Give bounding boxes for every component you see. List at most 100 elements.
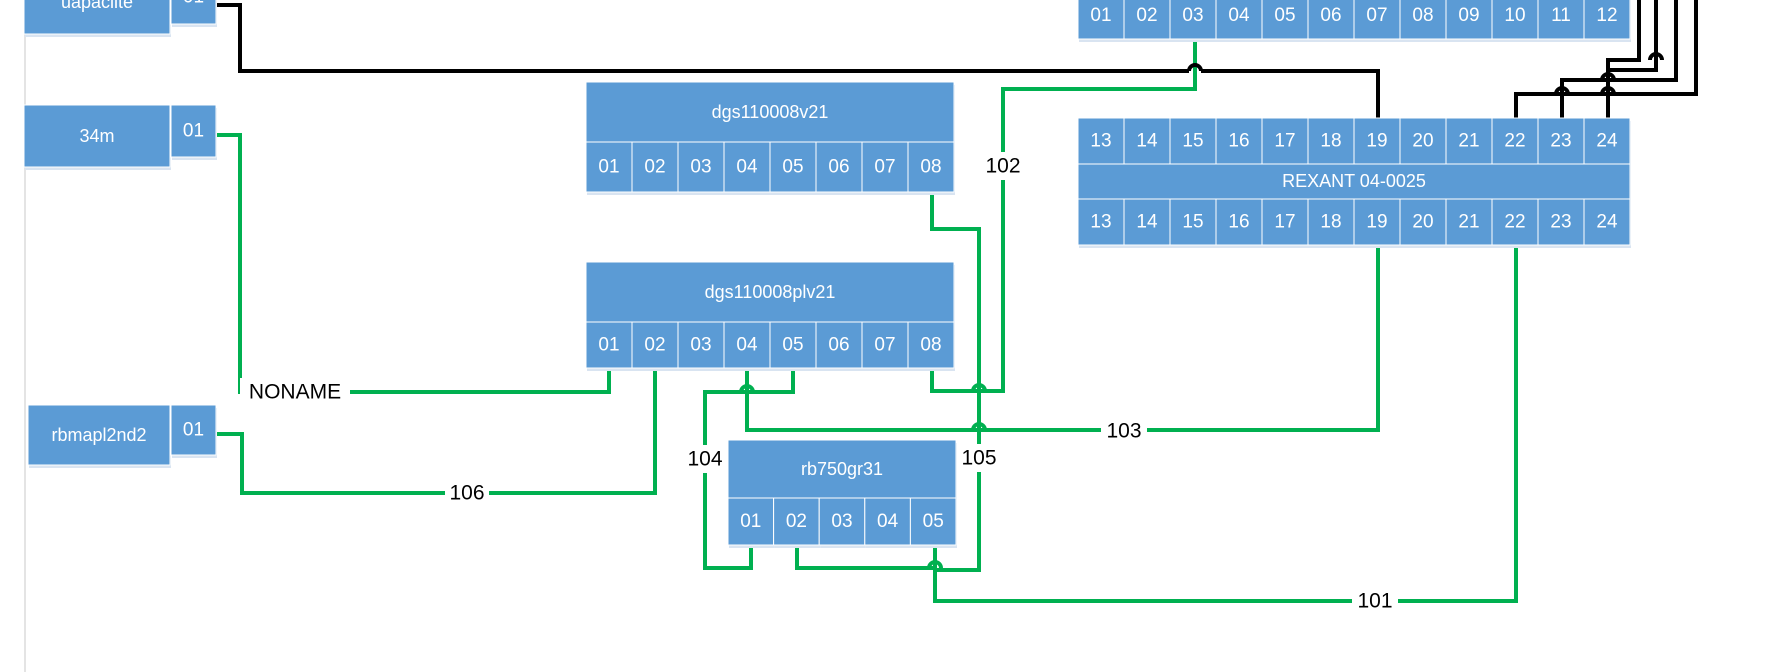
port-rexant-top-02-label: 02: [1136, 5, 1157, 26]
wire-crossing-hop: [1554, 86, 1570, 95]
device-m34[interactable]: [23, 104, 171, 168]
port-rb750-02-label: 02: [786, 511, 807, 532]
port-dgsv21-07[interactable]: [861, 141, 909, 193]
port-rexant-top-02[interactable]: [1123, 0, 1171, 40]
port-rexant-bot-17[interactable]: [1261, 198, 1309, 246]
port-rexant-bot-21[interactable]: [1445, 198, 1493, 246]
port-dgsv21-02[interactable]: [631, 141, 679, 193]
wire-crossing-hop: [1648, 52, 1664, 61]
port-rexant-top-04[interactable]: [1215, 0, 1263, 40]
device-rexant-name: REXANT 04-0025: [1282, 171, 1426, 191]
port-rexant-bot-24[interactable]: [1583, 198, 1631, 246]
wire-102[interactable]: [975, 39, 1197, 393]
port-dgsv21-06[interactable]: [815, 141, 863, 193]
link-label-l104: 104: [687, 448, 722, 471]
link-label-l103: 103: [1106, 420, 1141, 443]
device-rexant[interactable]: [1077, 163, 1631, 200]
wire-rexant-23-uplink[interactable]: [1560, 0, 1678, 118]
port-dgsv21-04[interactable]: [723, 141, 771, 193]
port-rbmapl-01[interactable]: [170, 404, 217, 456]
port-dgsplv21-01-label: 01: [598, 335, 619, 356]
port-rb750-04[interactable]: [864, 497, 911, 546]
port-rexant-top-11[interactable]: [1537, 0, 1585, 40]
port-rexant-top-08[interactable]: [1399, 0, 1447, 40]
device-dgsv21[interactable]: [585, 81, 955, 143]
port-rexant-bot-17-label: 17: [1274, 212, 1295, 233]
port-rexant-mid-23-label: 23: [1550, 131, 1571, 152]
wire-crossing-hop: [739, 384, 755, 393]
port-rexant-mid-14[interactable]: [1123, 117, 1171, 165]
wire-rexant-24-uplink-b[interactable]: [1606, 0, 1641, 80]
port-dgsplv21-06[interactable]: [815, 321, 863, 369]
port-rexant-bot-15[interactable]: [1169, 198, 1217, 246]
port-dgsplv21-01[interactable]: [585, 321, 633, 369]
port-dgsv21-05-label: 05: [782, 157, 803, 178]
port-dgsplv21-02[interactable]: [631, 321, 679, 369]
wire-rb-02-05[interactable]: [795, 545, 935, 570]
port-dgsv21-08[interactable]: [907, 141, 955, 193]
wire-v21-08[interactable]: [930, 192, 981, 572]
device-rbmapl[interactable]: [27, 404, 171, 466]
port-rexant-top-12[interactable]: [1583, 0, 1631, 40]
device-rb750[interactable]: [727, 439, 957, 499]
port-dgsv21-05[interactable]: [769, 141, 817, 193]
device-uapacl-name: uapacllte: [61, 0, 133, 12]
port-rb750-02[interactable]: [773, 497, 820, 546]
port-uapacl-01[interactable]: [170, 0, 217, 25]
port-rexant-bot-15-label: 15: [1182, 212, 1203, 233]
wire-106[interactable]: [216, 368, 657, 495]
port-rexant-mid-15-label: 15: [1182, 131, 1203, 152]
port-rexant-bot-22[interactable]: [1491, 198, 1539, 246]
port-rexant-bot-20[interactable]: [1399, 198, 1447, 246]
port-rexant-top-03-label: 03: [1182, 5, 1203, 26]
port-rexant-top-10[interactable]: [1491, 0, 1539, 40]
port-dgsplv21-05[interactable]: [769, 321, 817, 369]
link-label-l101: 101: [1357, 590, 1392, 613]
port-dgsplv21-03[interactable]: [677, 321, 725, 369]
port-m34-01[interactable]: [170, 104, 217, 158]
wire-34m-noname[interactable]: [216, 133, 611, 394]
port-uapacl-01-label: 01: [183, 0, 204, 8]
port-rexant-mid-21[interactable]: [1445, 117, 1493, 165]
port-rexant-mid-24[interactable]: [1583, 117, 1631, 165]
port-rexant-bot-19-label: 19: [1366, 212, 1387, 233]
link-label-l101-bg: [1352, 587, 1398, 615]
link-label-l103-bg: [1101, 417, 1147, 445]
port-rexant-bot-18-label: 18: [1320, 212, 1341, 233]
port-rexant-mid-19-label: 19: [1366, 131, 1387, 152]
port-dgsv21-03[interactable]: [677, 141, 725, 193]
port-rexant-bot-22-label: 22: [1504, 212, 1525, 233]
port-rexant-top-01[interactable]: [1077, 0, 1125, 40]
wire-101[interactable]: [933, 246, 1518, 603]
wire-rexant-24-uplink-a[interactable]: [1606, 0, 1658, 118]
wire-plv21-08[interactable]: [930, 368, 975, 393]
port-rexant-mid-13[interactable]: [1077, 117, 1125, 165]
link-label-l106: 106: [449, 482, 484, 505]
port-rb750-03[interactable]: [818, 497, 866, 546]
port-m34-01-label: 01: [183, 121, 204, 142]
device-uapacl[interactable]: [23, 0, 171, 35]
port-dgsv21-01[interactable]: [585, 141, 633, 193]
wire-104[interactable]: [703, 368, 795, 570]
port-rexant-mid-18-label: 18: [1320, 131, 1341, 152]
port-rexant-top-07-label: 07: [1366, 5, 1387, 26]
device-rb750-name: rb750gr31: [801, 459, 883, 479]
link-label-noname-bg: [240, 378, 350, 406]
port-rexant-bot-13[interactable]: [1077, 198, 1125, 246]
port-rexant-top-05-label: 05: [1274, 5, 1295, 26]
wire-103[interactable]: [745, 246, 1380, 432]
port-dgsplv21-07[interactable]: [861, 321, 909, 369]
port-rexant-mid-22[interactable]: [1491, 117, 1539, 165]
link-label-l106-bg: [445, 479, 489, 507]
wire-uapacl-rexant-19[interactable]: [216, 3, 1380, 118]
port-rexant-bot-16[interactable]: [1215, 198, 1263, 246]
port-rexant-bot-13-label: 13: [1090, 212, 1111, 233]
wire-crossing-hop: [971, 383, 987, 392]
port-rexant-bot-14[interactable]: [1123, 198, 1171, 246]
port-rb750-05[interactable]: [909, 497, 957, 546]
port-rb750-01[interactable]: [727, 497, 775, 546]
port-rexant-bot-14-label: 14: [1136, 212, 1158, 233]
device-dgsplv21[interactable]: [585, 261, 955, 323]
port-dgsplv21-08[interactable]: [907, 321, 955, 369]
port-dgsplv21-07-label: 07: [874, 335, 895, 356]
